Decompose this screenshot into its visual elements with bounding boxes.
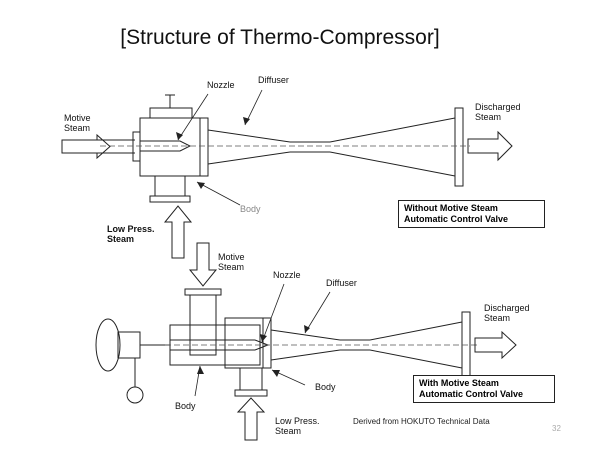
bottom-body-right-label: Body bbox=[315, 382, 336, 392]
slide-title: [Structure of Thermo-Compressor] bbox=[120, 26, 440, 49]
bottom-low-press-steam-label: Low Press. Steam bbox=[275, 416, 320, 436]
bottom-motive-steam-label: Motive Steam bbox=[218, 252, 245, 272]
top-motive-steam-label: Motive Steam bbox=[64, 113, 91, 133]
top-body-label: Body bbox=[240, 204, 261, 214]
bottom-discharged-steam-label: Discharged Steam bbox=[484, 303, 530, 323]
top-caption-box: Without Motive Steam Automatic Control V… bbox=[398, 200, 545, 228]
bottom-body-left-label: Body bbox=[175, 401, 196, 411]
credit-text: Derived from HOKUTO Technical Data bbox=[353, 417, 490, 426]
top-discharged-steam-label: Discharged Steam bbox=[475, 102, 521, 122]
top-low-press-steam-label: Low Press. Steam bbox=[107, 224, 155, 244]
page-number: 32 bbox=[552, 424, 561, 433]
bottom-caption-box: With Motive Steam Automatic Control Valv… bbox=[413, 375, 555, 403]
bottom-diffuser-label: Diffuser bbox=[326, 278, 357, 288]
top-diffuser-label: Diffuser bbox=[258, 75, 289, 85]
top-nozzle-label: Nozzle bbox=[207, 80, 235, 90]
top-compressor-drawing bbox=[95, 94, 470, 203]
leader-arrowheads bbox=[176, 117, 310, 377]
bottom-nozzle-label: Nozzle bbox=[273, 270, 301, 280]
flow-arrows bbox=[61, 130, 517, 441]
bottom-compressor-drawing bbox=[95, 288, 478, 404]
